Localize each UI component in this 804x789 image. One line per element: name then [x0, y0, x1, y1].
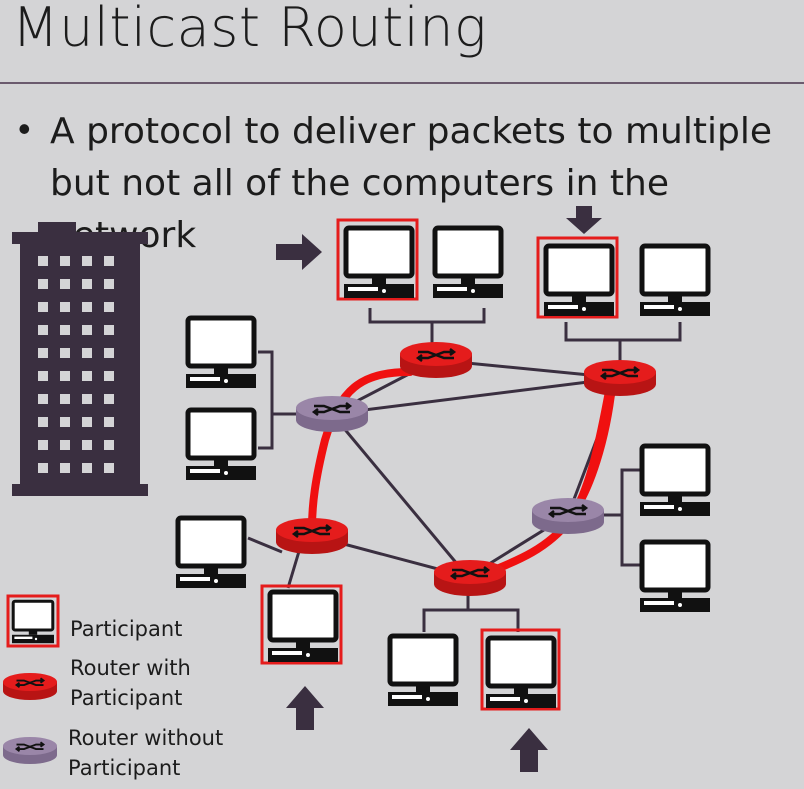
computer-icon-left-2 [186, 410, 256, 480]
legend-router-without-label-2: Participant [68, 756, 181, 780]
arrow-icon-right-to-participant [276, 234, 322, 270]
arrow-icon-down-to-participant [566, 206, 602, 234]
computer-icon-right-2 [640, 542, 710, 612]
legend-router-without-participant-icon [2, 736, 58, 765]
legend-router-with-label-2: Participant [70, 686, 183, 710]
legend-router-with-participant-icon [2, 672, 58, 701]
router-icon-top-center [398, 340, 474, 380]
computer-icon-right-1 [640, 446, 710, 516]
computer-icon-participant-top-1 [336, 218, 419, 301]
router-icon-left-purple [294, 394, 370, 434]
router-icon-lower-left [274, 516, 350, 556]
router-icon-top-right [582, 358, 658, 398]
title-divider [0, 82, 804, 84]
router-icon-right-purple [530, 496, 606, 536]
legend-participant-icon [6, 594, 60, 648]
computer-icon-top-4 [640, 246, 710, 316]
host-connectors [247, 308, 682, 632]
computer-icon-top-2 [433, 228, 503, 298]
computer-icon-participant-top-3 [536, 236, 619, 319]
legend-router-without-label-1: Router without [68, 726, 224, 750]
computer-icon-participant-lower-left [260, 584, 343, 665]
arrow-icon-up-to-participant-left [286, 686, 324, 730]
network-links [309, 358, 622, 579]
slide-title: Multicast Routing [12, 0, 487, 59]
computer-icon-bottom-1 [388, 636, 458, 706]
router-icon-bottom-center [432, 558, 508, 598]
arrow-icon-up-to-participant-bottom [510, 728, 548, 772]
office-building-icon [12, 222, 148, 496]
bullet-marker: • [18, 108, 31, 149]
computer-icon-participant-bottom-2 [480, 628, 561, 711]
computer-icon-lower-left [176, 518, 246, 588]
legend-router-with-label-1: Router with [70, 656, 191, 680]
computer-icon-left-1 [186, 318, 256, 388]
legend-participant-label: Participant [70, 617, 183, 641]
